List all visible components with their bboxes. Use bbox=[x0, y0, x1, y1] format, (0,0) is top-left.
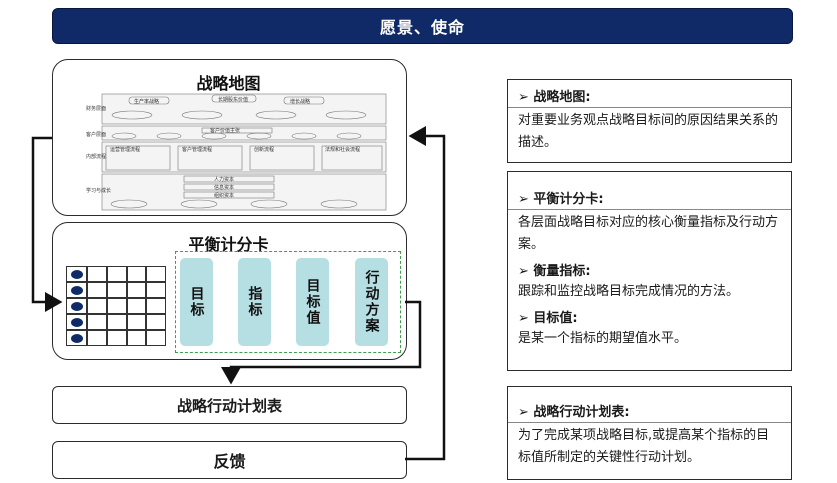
map-row-label-finance: 财务层面 bbox=[86, 105, 106, 112]
definition-text: 是某一个指标的期望值水平。 bbox=[518, 331, 688, 346]
strategy-map-title: 战略地图 bbox=[196, 74, 261, 93]
map-row-label-process: 内部流程 bbox=[86, 153, 106, 160]
map-node: 信息资本 bbox=[214, 184, 234, 191]
map-row-label-customer: 客户层面 bbox=[86, 131, 106, 138]
map-node: 人力资本 bbox=[214, 176, 234, 183]
definition-heading: ➢ 目标值: bbox=[518, 311, 578, 326]
scorecard-box bbox=[52, 222, 407, 360]
definition-action-plan: ➢ 战略行动计划表: 为了完成某项战略目标,或提高某个指标的目标值所制定的关键性… bbox=[507, 386, 792, 480]
map-node: 客户管理流程 bbox=[182, 146, 212, 153]
scorecard-grid-icon bbox=[66, 266, 166, 346]
action-plan-box: 战略行动计划表 bbox=[52, 386, 407, 424]
map-row-label-learning: 学习与成长 bbox=[86, 187, 111, 194]
vision-mission-banner: 愿景、使命 bbox=[52, 8, 793, 44]
strategy-map-thumbnail: 财务层面 客户层面 内部流程 学习与成长 生产率战略 长期股东价值 增长战略 客… bbox=[86, 93, 387, 211]
map-node: 长期股东价值 bbox=[218, 96, 248, 103]
map-node: 运营管理流程 bbox=[110, 146, 140, 153]
definition-text: 为了完成某项战略目标,或提高某个指标的目标值所制定的关键性行动计划。 bbox=[518, 428, 770, 465]
map-node: 法规和社会流程 bbox=[325, 146, 360, 153]
definition-heading: ➢ 平衡计分卡: bbox=[518, 192, 604, 207]
scorecard-dashed-frame bbox=[175, 251, 401, 353]
map-node: 增长战略 bbox=[290, 98, 310, 105]
column-target-value: 目标值 bbox=[296, 258, 329, 346]
definition-heading: ➢ 战略行动计划表: bbox=[518, 405, 630, 420]
definition-strategy-map: ➢ 战略地图: 对重要业务观点战略目标间的原因结果关系的描述。 bbox=[507, 79, 792, 163]
column-objective: 目标 bbox=[180, 258, 213, 346]
definition-heading: ➢ 衡量指标: bbox=[518, 264, 591, 279]
definition-scorecard: ➢ 平衡计分卡: 各层面战略目标对应的核心衡量指标及行动方案。 ➢ 衡量指标: … bbox=[507, 171, 792, 371]
scorecard-title: 平衡计分卡 bbox=[188, 235, 269, 254]
definition-text: 跟踪和监控战略目标完成情况的方法。 bbox=[518, 284, 740, 299]
definition-heading: ➢ 战略地图: bbox=[518, 90, 591, 105]
map-node: 生产率战略 bbox=[134, 98, 159, 105]
definition-text: 对重要业务观点战略目标间的原因结果关系的描述。 bbox=[518, 113, 779, 150]
map-node: 创新流程 bbox=[254, 146, 274, 153]
definition-text: 各层面战略目标对应的核心衡量指标及行动方案。 bbox=[518, 215, 779, 252]
map-node: 组织资本 bbox=[214, 192, 234, 199]
map-node: 客户价值主张 bbox=[210, 127, 240, 134]
column-action-plan: 行动方案 bbox=[355, 258, 388, 346]
column-metric: 指标 bbox=[238, 258, 271, 346]
